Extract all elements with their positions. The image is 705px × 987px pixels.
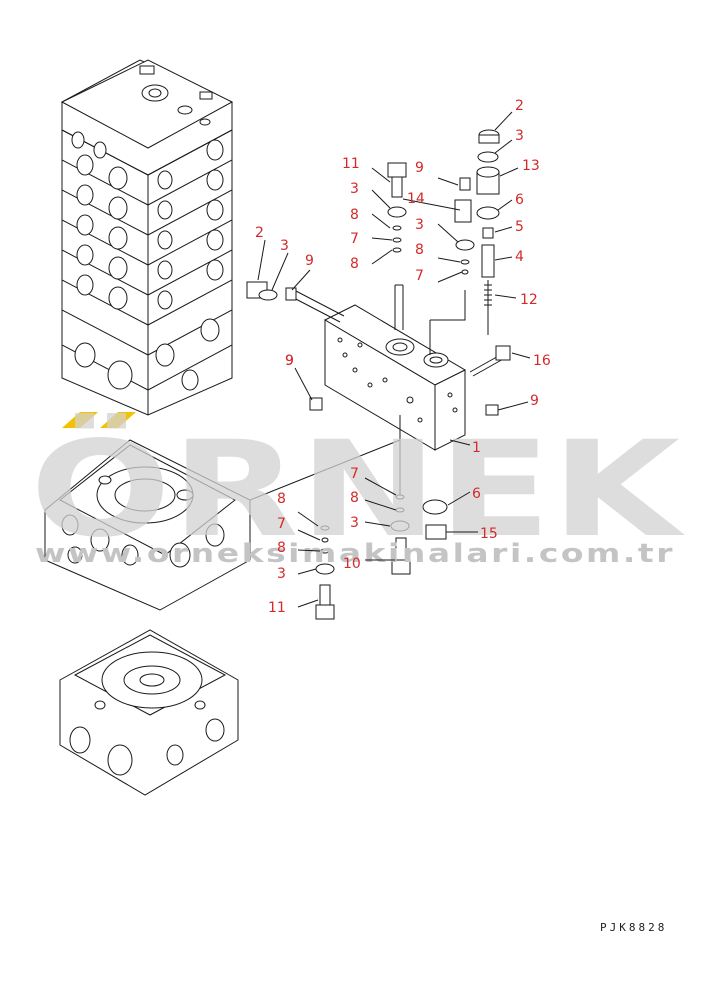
callout-4: 4 (515, 249, 524, 265)
callout-1: 1 (472, 440, 481, 456)
callout-6: 6 (472, 486, 481, 502)
callout-7: 7 (350, 466, 359, 482)
callout-6: 6 (515, 192, 524, 208)
callout-3: 3 (515, 128, 524, 144)
callout-8: 8 (415, 242, 424, 258)
valve-block (323, 304, 467, 451)
callout-13: 13 (522, 158, 540, 174)
valve-stack (60, 59, 234, 416)
callout-15: 15 (480, 526, 498, 542)
leader-lines (257, 111, 531, 608)
callout-7: 7 (350, 231, 359, 247)
callout-8: 8 (350, 207, 359, 223)
callout-12: 12 (520, 292, 538, 308)
watermark-accent-left (62, 412, 98, 428)
watermark-site: www.orneksimakinalari.com.tr (35, 539, 675, 569)
callout-16: 16 (533, 353, 551, 369)
callout-8: 8 (350, 490, 359, 506)
callout-8: 8 (277, 540, 286, 556)
callout-14: 14 (407, 191, 425, 207)
callout-9: 9 (305, 253, 314, 269)
callout-3: 3 (350, 515, 359, 531)
callout-7: 7 (415, 268, 424, 284)
callout-5: 5 (515, 219, 524, 235)
callout-2: 2 (515, 98, 524, 114)
callout-9: 9 (285, 353, 294, 369)
callout-3: 3 (415, 217, 424, 233)
watermark-word: ÖRNEK (30, 413, 686, 567)
callout-11: 11 (268, 600, 286, 616)
callout-9: 9 (415, 160, 424, 176)
callout-9: 9 (530, 393, 539, 409)
callout-8: 8 (277, 491, 286, 507)
callout-3: 3 (350, 181, 359, 197)
callout-labels: 2 3 13 6 5 4 12 16 9 11 9 3 14 8 3 7 8 8… (255, 98, 551, 616)
callout-7: 7 (277, 516, 286, 532)
small-parts (246, 129, 511, 620)
callout-10: 10 (343, 556, 361, 572)
callout-8: 8 (350, 256, 359, 272)
callout-11: 11 (342, 156, 360, 172)
callout-3: 3 (277, 566, 286, 582)
callout-2: 2 (255, 225, 264, 241)
drawing-code: PJK8828 (600, 921, 667, 934)
lower-housing (44, 439, 251, 611)
watermark: ÖRNEK www.orneksimakinalari.com.tr (30, 412, 686, 569)
callout-3: 3 (280, 238, 289, 254)
watermark-accent-right (100, 412, 136, 428)
callout-9: 9 (285, 353, 294, 369)
end-housing (59, 629, 239, 796)
